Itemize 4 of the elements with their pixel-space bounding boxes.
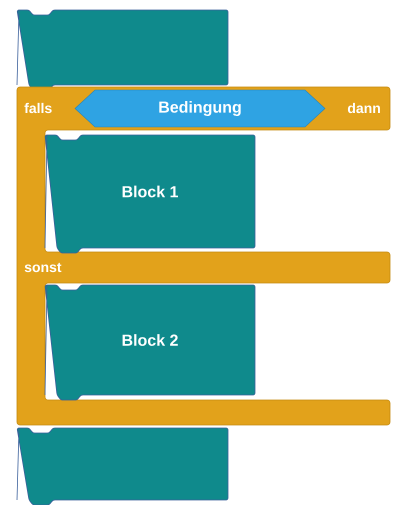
code-block: Block 1 xyxy=(44,134,256,254)
condition-hexagon: Bedingung xyxy=(74,90,326,128)
code-block xyxy=(16,428,228,505)
code-block: Block 2 xyxy=(44,284,256,400)
